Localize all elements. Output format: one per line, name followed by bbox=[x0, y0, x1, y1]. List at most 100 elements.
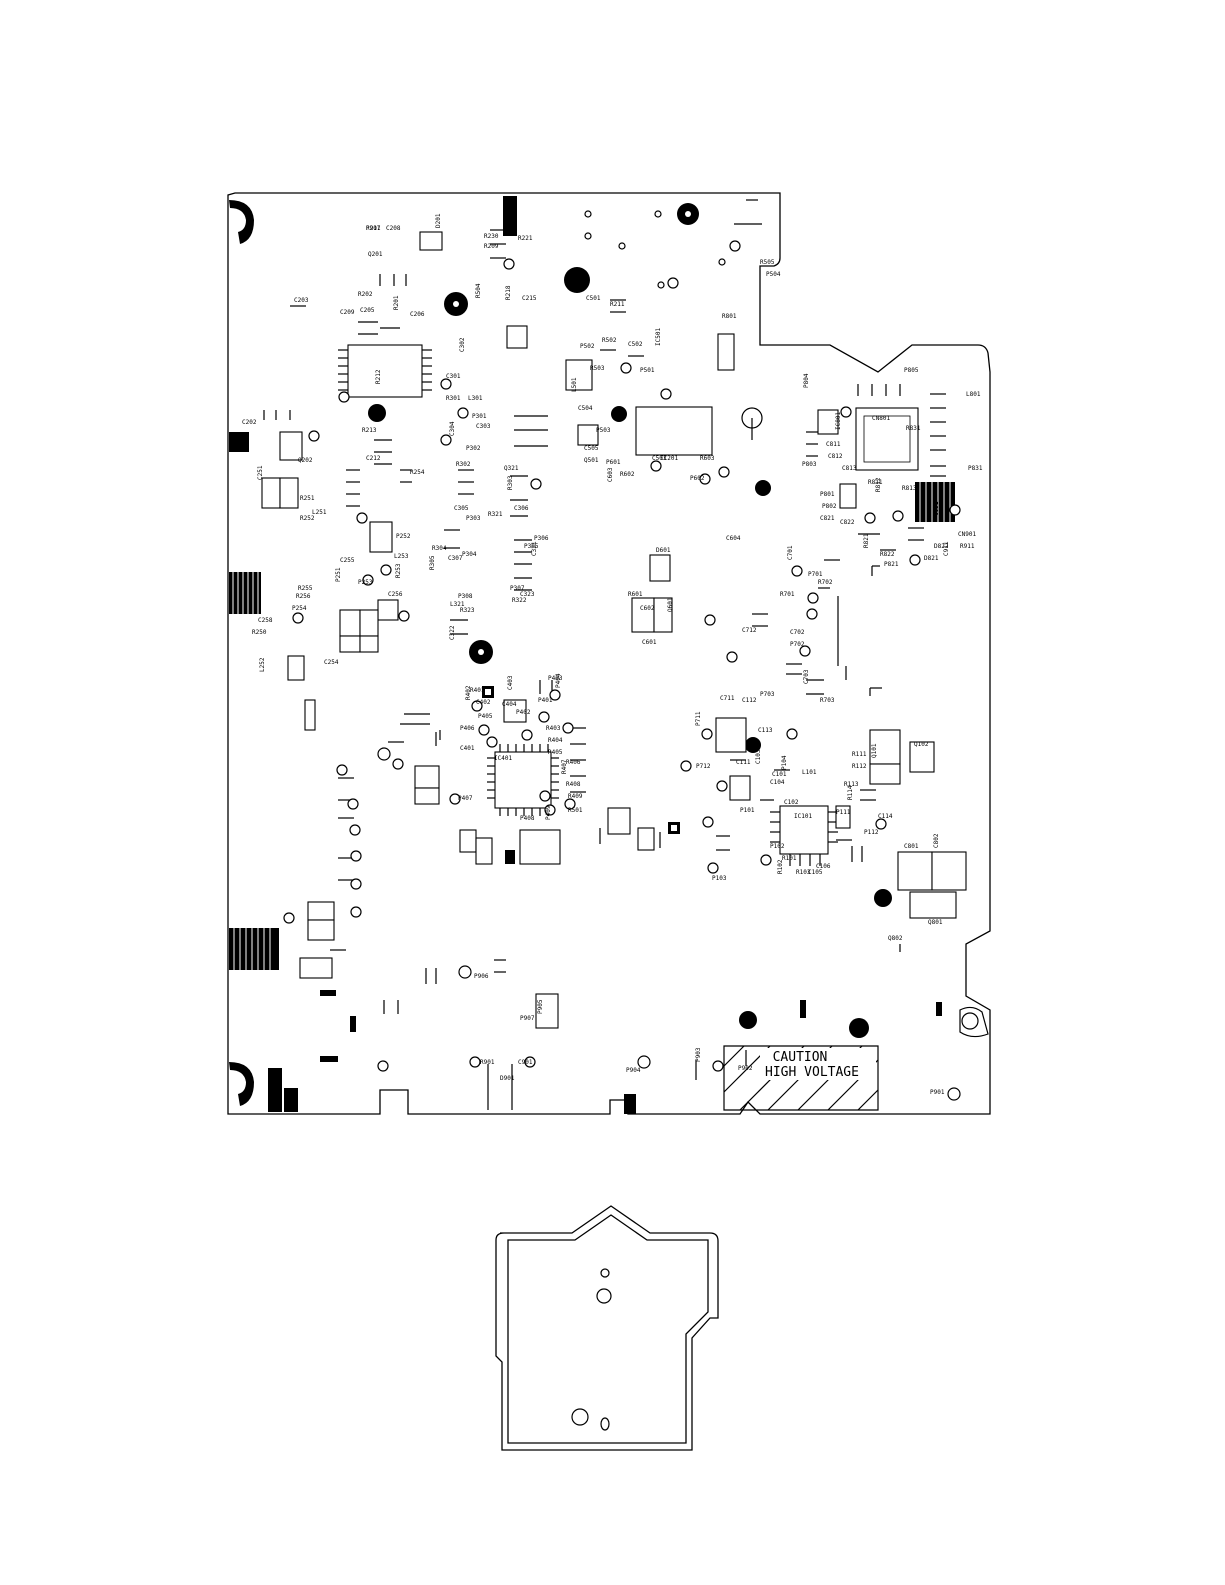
ref-label: Q201 bbox=[368, 251, 383, 258]
ref-label: R207 bbox=[366, 225, 381, 232]
secondary-board-outline bbox=[495, 1205, 719, 1451]
ref-label: C701 bbox=[787, 545, 794, 560]
ref-label: P911 bbox=[366, 225, 381, 232]
ic801 bbox=[855, 407, 919, 471]
ref-label: C209 bbox=[340, 309, 355, 316]
ref-label: P102 bbox=[770, 843, 785, 850]
ic201 bbox=[338, 344, 432, 398]
ref-label: R701 bbox=[780, 591, 795, 598]
ref-label: R911 bbox=[960, 543, 975, 550]
ref-label: C258 bbox=[258, 617, 273, 624]
ref-label: C811 bbox=[826, 441, 841, 448]
ref-label: R252 bbox=[300, 515, 315, 522]
ref-label: C813 bbox=[842, 465, 857, 472]
via-pads bbox=[368, 203, 892, 1038]
test-points bbox=[283, 210, 961, 1101]
ref-label: R822 bbox=[880, 551, 895, 558]
ref-label: P104 bbox=[781, 755, 788, 770]
ref-label: R503 bbox=[590, 365, 605, 372]
ref-label: D601 bbox=[656, 547, 671, 554]
ref-label: R113 bbox=[844, 781, 859, 788]
ref-label: P804 bbox=[803, 373, 810, 388]
ref-label: L252 bbox=[259, 657, 266, 672]
ref-label: CN801 bbox=[872, 415, 890, 422]
ref-label: P401 bbox=[538, 697, 553, 704]
mounting-hole-top-left bbox=[229, 200, 254, 244]
ref-label: R251 bbox=[300, 495, 315, 502]
ref-label: R322 bbox=[512, 597, 527, 604]
ref-label: R111 bbox=[852, 751, 867, 758]
edge-connector-bottom-left bbox=[268, 1068, 298, 1112]
ref-label: P308 bbox=[458, 593, 473, 600]
ref-label: R702 bbox=[818, 579, 833, 586]
ref-label: R301 bbox=[446, 395, 461, 402]
ref-label: C402 bbox=[476, 699, 491, 706]
ref-label: D901 bbox=[500, 1075, 515, 1082]
ref-label: P504 bbox=[766, 271, 781, 278]
ref-label: C322 bbox=[449, 625, 456, 640]
secondary-hole-large bbox=[596, 1288, 612, 1304]
ref-label: P405 bbox=[478, 713, 493, 720]
ref-label: C504 bbox=[578, 405, 593, 412]
ref-label: C801 bbox=[904, 843, 919, 850]
ref-label: P703 bbox=[760, 691, 775, 698]
ref-label: Q501 bbox=[584, 457, 599, 464]
ref-label: C103 bbox=[755, 749, 762, 764]
ref-label: C911 bbox=[943, 541, 950, 556]
ref-label: R218 bbox=[505, 285, 512, 300]
ref-label: P503 bbox=[596, 427, 611, 434]
ref-label: L801 bbox=[966, 391, 981, 398]
component-strokes bbox=[263, 199, 946, 1110]
ref-label: Q601 bbox=[667, 597, 674, 612]
ref-label: Q321 bbox=[504, 465, 519, 472]
ref-label: R409 bbox=[568, 793, 583, 800]
ref-label: P601 bbox=[606, 459, 621, 466]
ref-label: C604 bbox=[726, 535, 741, 542]
ref-label: C251 bbox=[257, 465, 264, 480]
ref-label: P905 bbox=[537, 999, 544, 1014]
ref-label: R831 bbox=[906, 425, 921, 432]
ref-label: IC401 bbox=[494, 755, 512, 762]
ref-label: R601 bbox=[628, 591, 643, 598]
edge-connector-bottom bbox=[624, 1094, 636, 1114]
ref-label: C802 bbox=[933, 833, 940, 848]
ref-label: Q101 bbox=[871, 743, 878, 758]
main-board-outline bbox=[227, 192, 991, 1115]
ref-label: IC801 bbox=[835, 412, 842, 430]
ref-label: C822 bbox=[840, 519, 855, 526]
ref-label: C711 bbox=[720, 695, 735, 702]
ref-label: CN901 bbox=[958, 531, 976, 538]
ref-label: R812 bbox=[875, 477, 882, 492]
ref-label: C505 bbox=[584, 445, 599, 452]
ref-label: R401 bbox=[470, 687, 485, 694]
ref-label: R801 bbox=[722, 313, 737, 320]
ref-label: C712 bbox=[742, 627, 757, 634]
ref-label: R504 bbox=[475, 283, 482, 298]
ref-label: P701 bbox=[808, 571, 823, 578]
ref-label: C602 bbox=[640, 605, 655, 612]
ref-label: C901 bbox=[518, 1059, 533, 1066]
ref-label: P712 bbox=[696, 763, 711, 770]
high-voltage-zone: CAUTION HIGH VOLTAGE bbox=[723, 1045, 879, 1111]
ref-label: R256 bbox=[296, 593, 311, 600]
mounting-hole-right bbox=[959, 1006, 989, 1038]
ref-label: C101 bbox=[772, 771, 787, 778]
ref-label: P702 bbox=[790, 641, 805, 648]
ref-label: P901 bbox=[930, 1089, 945, 1096]
ref-label: P801 bbox=[820, 491, 835, 498]
ref-label: R821 bbox=[863, 533, 870, 548]
ref-label: C302 bbox=[459, 337, 466, 352]
ref-label: C205 bbox=[360, 307, 375, 314]
ref-label: C256 bbox=[388, 591, 403, 598]
ref-label: R405 bbox=[548, 749, 563, 756]
component-outlines bbox=[261, 231, 967, 1029]
ref-label: R213 bbox=[362, 427, 377, 434]
ref-label: R502 bbox=[602, 337, 617, 344]
ic501 bbox=[635, 406, 713, 456]
edge-connector-top bbox=[503, 196, 517, 236]
ref-label: R211 bbox=[610, 301, 625, 308]
ref-label: P253 bbox=[358, 579, 373, 586]
ref-label: C502 bbox=[628, 341, 643, 348]
